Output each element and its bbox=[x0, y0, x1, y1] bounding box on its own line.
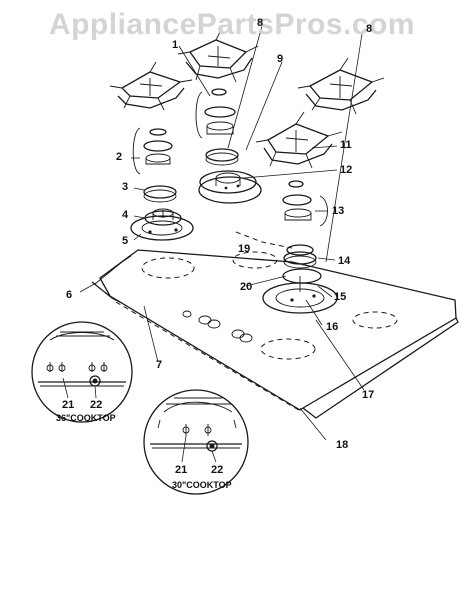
callout-5: 5 bbox=[122, 235, 129, 247]
knob-hole-2 bbox=[207, 319, 221, 329]
grate-left-rear bbox=[120, 71, 182, 99]
callout-1: 1 bbox=[172, 39, 179, 51]
watermark: AppliancePartsPros.com bbox=[48, 8, 416, 41]
callout-13: 13 bbox=[332, 205, 345, 217]
callout-14: 14 bbox=[338, 255, 351, 267]
cutout-far-right bbox=[352, 311, 398, 329]
callout-8-right: 8 bbox=[366, 23, 373, 35]
callout-20: 20 bbox=[240, 281, 253, 293]
right-front-burner-stack bbox=[235, 111, 343, 314]
inset-30-caption: 30"COOKTOP bbox=[172, 480, 232, 490]
callout-18: 18 bbox=[336, 439, 349, 451]
inset-36-cooktop bbox=[31, 321, 133, 423]
knob-hole-1 bbox=[198, 315, 212, 325]
inset-30-cooktop bbox=[143, 389, 249, 495]
callout-11: 11 bbox=[340, 139, 352, 151]
cutout-right-front bbox=[260, 338, 316, 360]
callout-17: 17 bbox=[362, 389, 375, 401]
callout-6: 6 bbox=[66, 289, 73, 301]
center-burner-stack bbox=[177, 27, 262, 204]
knob-hole-4 bbox=[239, 333, 253, 343]
callout-3: 3 bbox=[122, 181, 129, 193]
callout-19: 19 bbox=[238, 243, 251, 255]
callout-16: 16 bbox=[326, 321, 339, 333]
far-right-grate bbox=[297, 57, 385, 115]
cooktop-panel bbox=[91, 249, 459, 419]
callout-12: 12 bbox=[340, 164, 353, 176]
left-rear-burner-stack bbox=[109, 61, 194, 241]
callout-8-center: 8 bbox=[257, 17, 264, 29]
callout-7: 7 bbox=[156, 359, 163, 371]
callout-2: 2 bbox=[116, 151, 123, 163]
inset-36-label-22: 22 bbox=[90, 399, 103, 411]
inset-30-label-21: 21 bbox=[175, 464, 188, 476]
cutout-right-rear bbox=[232, 251, 278, 269]
grate-center bbox=[189, 39, 248, 69]
grate-right bbox=[267, 123, 330, 155]
knob-hole-5 bbox=[182, 310, 192, 318]
callout-4: 4 bbox=[122, 209, 129, 221]
inset-36-label-21: 21 bbox=[62, 399, 75, 411]
callout-15: 15 bbox=[334, 291, 347, 303]
inset-30-label-22: 22 bbox=[211, 464, 224, 476]
leader-lines bbox=[79, 25, 365, 441]
callout-9: 9 bbox=[277, 53, 284, 65]
inset-36-caption: 36"COOKTOP bbox=[56, 413, 116, 423]
cutout-left-rear bbox=[141, 257, 195, 279]
